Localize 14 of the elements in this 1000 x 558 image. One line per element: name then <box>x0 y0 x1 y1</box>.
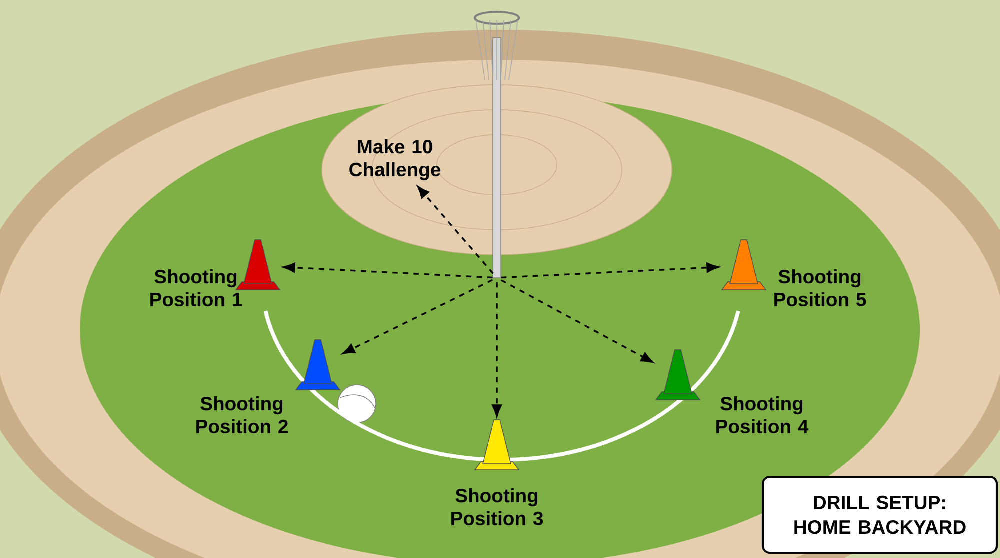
arrow <box>342 279 494 354</box>
position-label: Shooting Position 2 <box>196 396 288 434</box>
arrow <box>500 280 654 364</box>
challenge-label: Make 10 Challenge <box>350 140 441 180</box>
netball-post-drawing <box>474 10 520 278</box>
position-label: Shooting Position 1 <box>150 269 242 307</box>
position-label: Shooting Position 4 <box>716 396 809 434</box>
arrow <box>418 186 494 274</box>
position-label: Shooting Position 3 <box>452 488 544 526</box>
arrow <box>492 282 502 417</box>
arrow <box>283 262 493 279</box>
title-box: DRILL SETUP: HOME BACKYARD <box>762 476 998 554</box>
arrow <box>501 262 719 279</box>
position-label: Shooting Position 5 <box>774 269 866 307</box>
